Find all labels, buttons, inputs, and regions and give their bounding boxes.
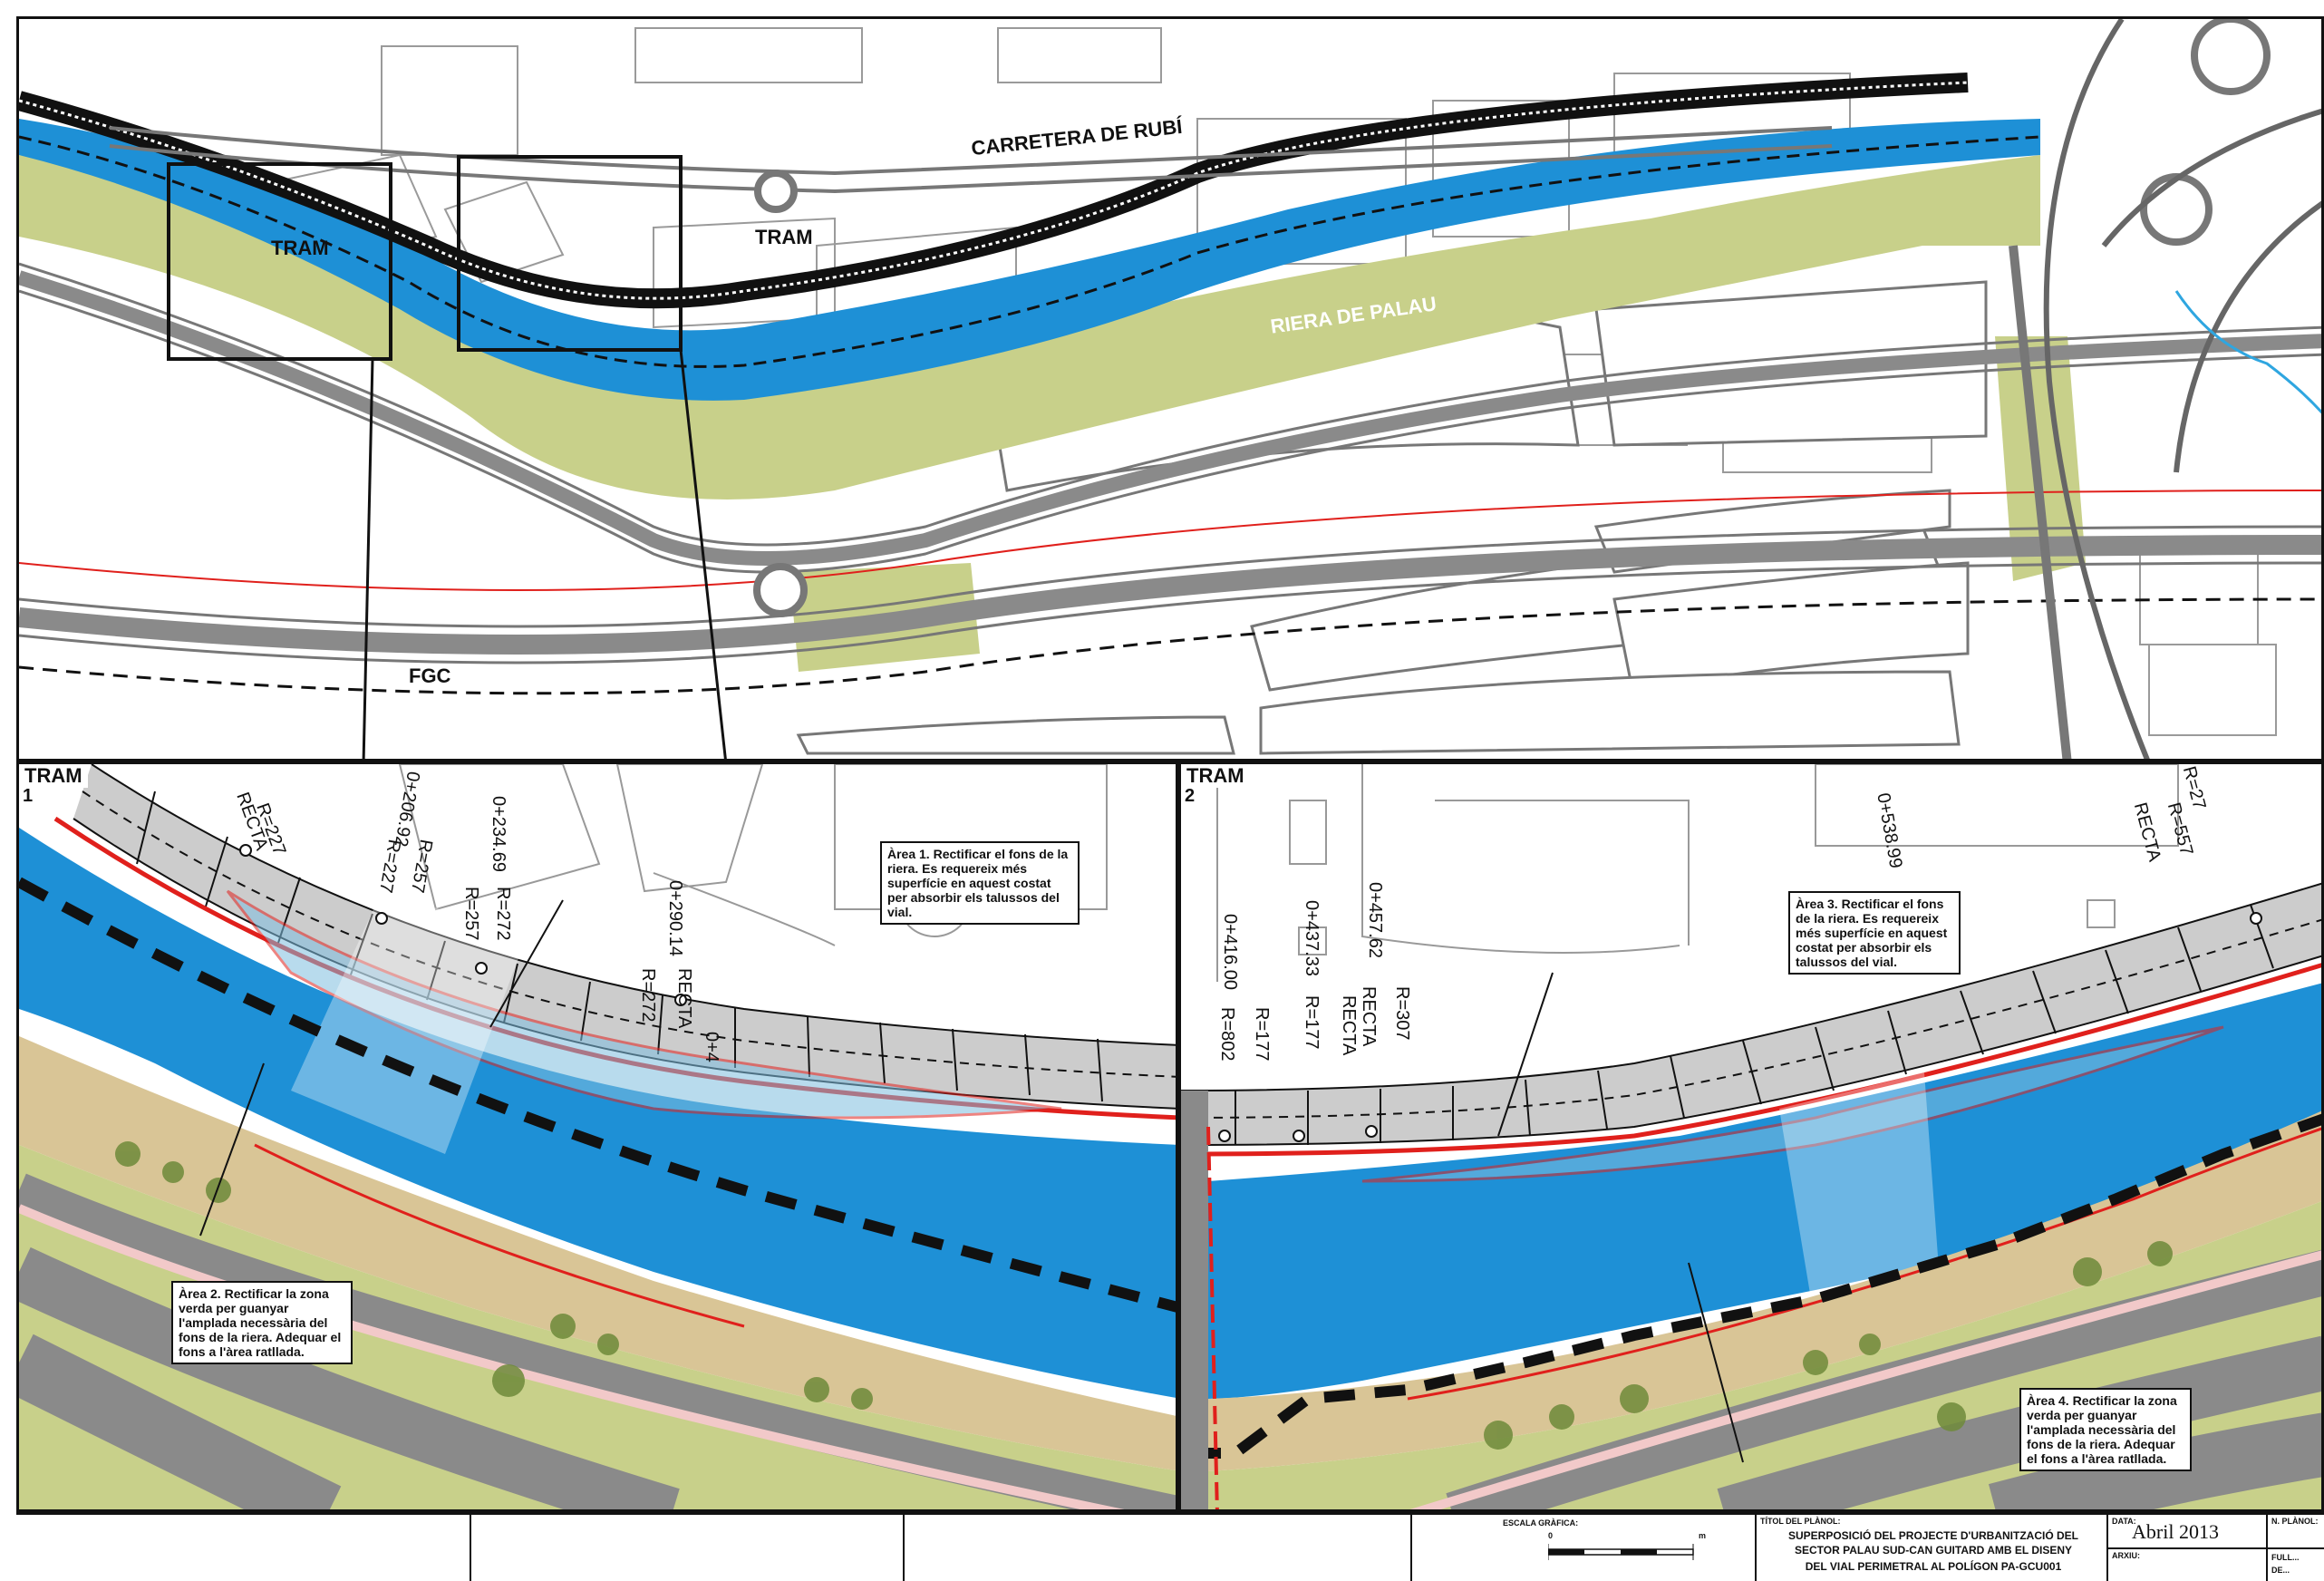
chainage-label: R=802 <box>1217 1007 1237 1062</box>
title-block: ESCALA GRÀFICA: 0 m TÍTOL DEL PLÀNOL: SU… <box>16 1512 2324 1581</box>
tram2-detail-number: 2 <box>1185 786 1196 806</box>
scale-bar <box>1548 1544 1694 1560</box>
area2-note: Àrea 2. Rectificar la zona verda per gua… <box>171 1281 353 1364</box>
chainage-label: R=177 <box>1252 1007 1272 1062</box>
scale-unit: m <box>1699 1531 1707 1540</box>
tram2-detail-panel: TRAM 2 0+416.00 R=177 R=802 0+437.33 R=1… <box>1178 761 2324 1512</box>
title-line-1: SUPERPOSICIÓ DEL PROJECTE D'URBANITZACIÓ… <box>1788 1529 2078 1542</box>
riera-de-palau-river <box>19 119 2040 401</box>
tram1-detail-number: 1 <box>23 786 34 806</box>
tram1-detail-drawing <box>19 764 1176 1509</box>
date-label: DATA: <box>2112 1517 2136 1526</box>
road-hatch-ticks <box>1235 904 2274 1145</box>
tram2-overview-label: TRAM <box>755 226 813 248</box>
tram1-box <box>167 162 392 361</box>
chainage-label: 0+4 <box>702 1032 721 1062</box>
chainage-label: R=177 <box>1302 995 1322 1050</box>
area1-note: Àrea 1. Rectificar el fons de la riera. … <box>880 841 1080 925</box>
tram1-detail-panel: TRAM 1 R=227 RECTA 0+206.92 R=227 R=257 … <box>16 761 1178 1512</box>
date-value: Abril 2013 <box>2132 1520 2219 1543</box>
scale-zero: 0 <box>1548 1531 1554 1540</box>
area3-note: Àrea 3. Rectificar el fons de la riera. … <box>1788 891 1961 975</box>
chainage-label: RECTA <box>674 968 694 1029</box>
chainage-label: 0+416.00 <box>1220 914 1240 990</box>
tram2-detail-label: TRAM <box>1181 764 1250 788</box>
title-block-divider <box>470 1515 471 1581</box>
chainage-label: R=257 <box>461 887 481 941</box>
file-label: ARXIU: <box>2112 1551 2140 1560</box>
area4-note: Àrea 4. Rectificar la zona verda per gua… <box>2019 1388 2192 1471</box>
rail-label-fgc: FGC <box>409 664 451 687</box>
plan-number-cell: N. PLÀNOL: FULL... DE... <box>2266 1515 2324 1581</box>
chainage-label: R=272 <box>493 887 513 941</box>
chainage-label: RECTA <box>1339 995 1359 1056</box>
title-block-divider <box>903 1515 905 1581</box>
chainage-label: 0+290.14 <box>665 880 685 956</box>
chainage-label: 0+437.33 <box>1302 900 1322 976</box>
chainage-label: RECTA <box>1359 986 1379 1047</box>
river-channel <box>19 828 1176 1398</box>
chainage-label: R=272 <box>638 968 658 1023</box>
tram1-detail-label: TRAM <box>19 764 88 788</box>
chainage-label: 0+457.62 <box>1365 882 1385 958</box>
title-line-3: DEL VIAL PERIMETRAL AL POLÍGON PA-GCU001 <box>1805 1560 2062 1573</box>
of-label: DE... <box>2271 1566 2290 1575</box>
title-cell: TÍTOL DEL PLÀNOL: SUPERPOSICIÓ DEL PROJE… <box>1755 1515 2106 1581</box>
chainage-label: R=307 <box>1392 986 1412 1041</box>
tram2-box <box>457 155 683 352</box>
chainage-label: 0+234.69 <box>489 796 508 872</box>
date-cell: DATA: Abril 2013 ARXIU: <box>2106 1515 2266 1581</box>
scale-cell: ESCALA GRÀFICA: 0 m <box>1410 1515 1755 1581</box>
scale-label: ESCALA GRÀFICA: <box>1503 1518 1579 1528</box>
overview-map-panel: CARRETERA DE RUBÍ RIERA DE PALAU FGC TRA… <box>16 16 2324 761</box>
title-line-2: SECTOR PALAU SUD-CAN GUITARD AMB EL DISE… <box>1794 1544 2072 1557</box>
title-label: TÍTOL DEL PLÀNOL: <box>1760 1517 1841 1526</box>
tram1-overview-label: TRAM <box>271 237 329 259</box>
sheet-label: FULL... <box>2271 1553 2300 1562</box>
overview-map-drawing <box>19 19 2321 759</box>
plan-number-label: N. PLÀNOL: <box>2271 1517 2319 1526</box>
